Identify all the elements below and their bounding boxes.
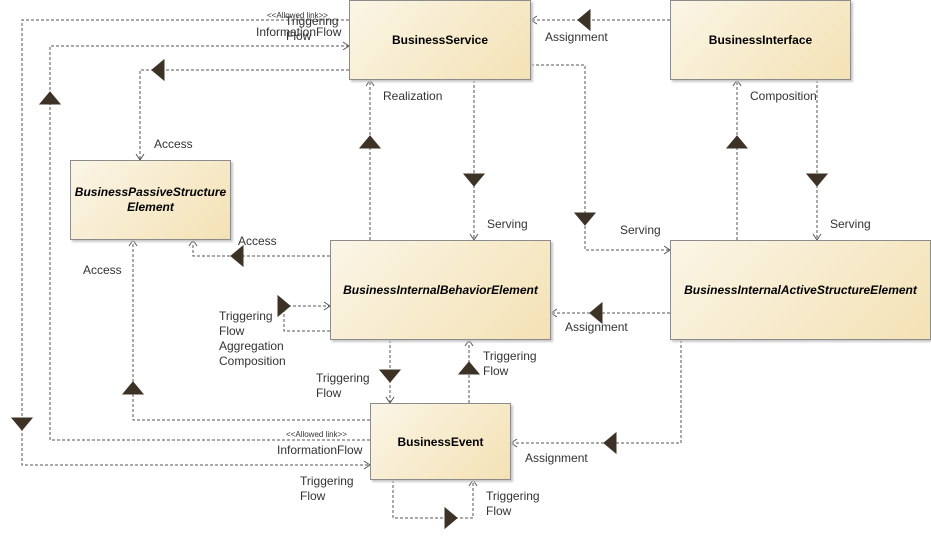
node-passive-structure-label: BusinessPassiveStructure Element xyxy=(74,185,227,214)
edge-event-access xyxy=(132,240,370,421)
node-business-event[interactable]: BusinessEvent xyxy=(370,403,511,480)
edge-event-self-loop xyxy=(392,480,474,519)
edge-label-allowed-link-bottom: <<Allowed link>> xyxy=(286,430,347,439)
edge-label-serving-interface: Serving xyxy=(830,217,871,231)
edge-label-access-mid: Access xyxy=(238,234,277,248)
arrowhead-triangle xyxy=(457,361,481,375)
edge-label-serving-active: Serving xyxy=(620,223,661,237)
node-business-service-label: BusinessService xyxy=(391,33,489,47)
edge-label-informationflow-bottom: InformationFlow xyxy=(277,443,363,457)
edge-label-realization: Realization xyxy=(383,89,443,103)
edge-label-serving-behavior: Serving xyxy=(487,217,528,231)
edge-label-composition: Composition xyxy=(750,89,817,103)
edge-active-event-assignment xyxy=(511,340,682,444)
edge-label-flow-down: Flow xyxy=(316,386,342,400)
arrowhead-open xyxy=(188,239,198,247)
arrowhead-triangle xyxy=(10,417,34,431)
node-business-interface-label: BusinessInterface xyxy=(708,33,813,47)
edge-label-assignment-bottom: Assignment xyxy=(525,451,588,465)
edge-label-event-flow-left: Flow xyxy=(300,489,326,503)
node-internal-behavior[interactable]: BusinessInternalBehaviorElement xyxy=(330,240,551,340)
edge-label-flow-up: Flow xyxy=(483,364,509,378)
edge-serving-active xyxy=(531,64,670,251)
edge-behavior-access xyxy=(192,240,330,257)
edge-label-informationflow-top: InformationFlow xyxy=(256,25,342,39)
arrowhead-triangle xyxy=(603,431,617,455)
edge-service-triggering-loop xyxy=(21,19,370,466)
edge-label-triggering-top: Triggering xyxy=(285,14,339,28)
arrowhead-open xyxy=(468,479,478,487)
arrowhead-open xyxy=(530,15,538,25)
arrowhead-triangle xyxy=(577,8,591,32)
arrowhead-open xyxy=(464,339,474,347)
edge-label-allowed-link-top: <<Allowed link>> xyxy=(267,11,328,20)
node-internal-active-structure[interactable]: BusinessInternalActiveStructureElement xyxy=(670,240,931,340)
edge-label-self-composition: Composition xyxy=(219,354,286,368)
arrowhead-triangle xyxy=(573,212,597,226)
arrowhead-triangle xyxy=(121,381,145,395)
node-passive-structure[interactable]: BusinessPassiveStructure Element xyxy=(70,160,231,240)
edge-label-assignment-mid: Assignment xyxy=(565,320,628,334)
edge-label-self-flow: Flow xyxy=(219,324,245,338)
node-internal-active-structure-label: BusinessInternalActiveStructureElement xyxy=(684,283,917,297)
edge-label-triggering-down: Triggering xyxy=(316,371,370,385)
edge-label-triggering-up: Triggering xyxy=(483,349,537,363)
arrowhead-triangle xyxy=(462,173,486,187)
arrowhead-triangle xyxy=(805,173,829,187)
arrowhead-open xyxy=(365,79,375,87)
arrowhead-triangle xyxy=(358,135,382,149)
node-business-service[interactable]: BusinessService xyxy=(349,0,531,80)
arrowhead-open xyxy=(128,239,138,247)
edge-service-informationflow-loop xyxy=(49,45,370,441)
arrowhead-triangle xyxy=(151,58,165,82)
edge-label-assignment-top: Assignment xyxy=(545,30,608,44)
node-internal-behavior-label: BusinessInternalBehaviorElement xyxy=(343,283,538,297)
edge-label-event-triggering-right: Triggering xyxy=(486,489,540,503)
arrowhead-triangle xyxy=(589,301,603,325)
arrowhead-triangle xyxy=(725,135,749,149)
arrowhead-triangle xyxy=(38,91,62,105)
edge-label-event-flow-right: Flow xyxy=(486,504,512,518)
arrowhead-triangle xyxy=(378,369,402,383)
edge-label-access-left: Access xyxy=(83,263,122,277)
arrowhead-triangle xyxy=(277,294,291,318)
arrowhead-open xyxy=(732,79,742,87)
arrowhead-open xyxy=(550,308,558,318)
arrowhead-triangle xyxy=(444,506,458,530)
edge-label-flow-top: Flow xyxy=(286,29,312,43)
node-business-interface[interactable]: BusinessInterface xyxy=(670,0,851,80)
edge-label-event-triggering-left: Triggering xyxy=(300,474,354,488)
edge-label-self-triggering: Triggering xyxy=(219,309,273,323)
node-business-event-label: BusinessEvent xyxy=(397,434,484,449)
arrowhead-triangle xyxy=(230,244,244,268)
edge-label-self-aggregation: Aggregation xyxy=(219,339,284,353)
arrowhead-open xyxy=(510,438,518,448)
edge-label-access-top: Access xyxy=(154,137,193,151)
edge-behavior-self-loop xyxy=(283,305,330,332)
